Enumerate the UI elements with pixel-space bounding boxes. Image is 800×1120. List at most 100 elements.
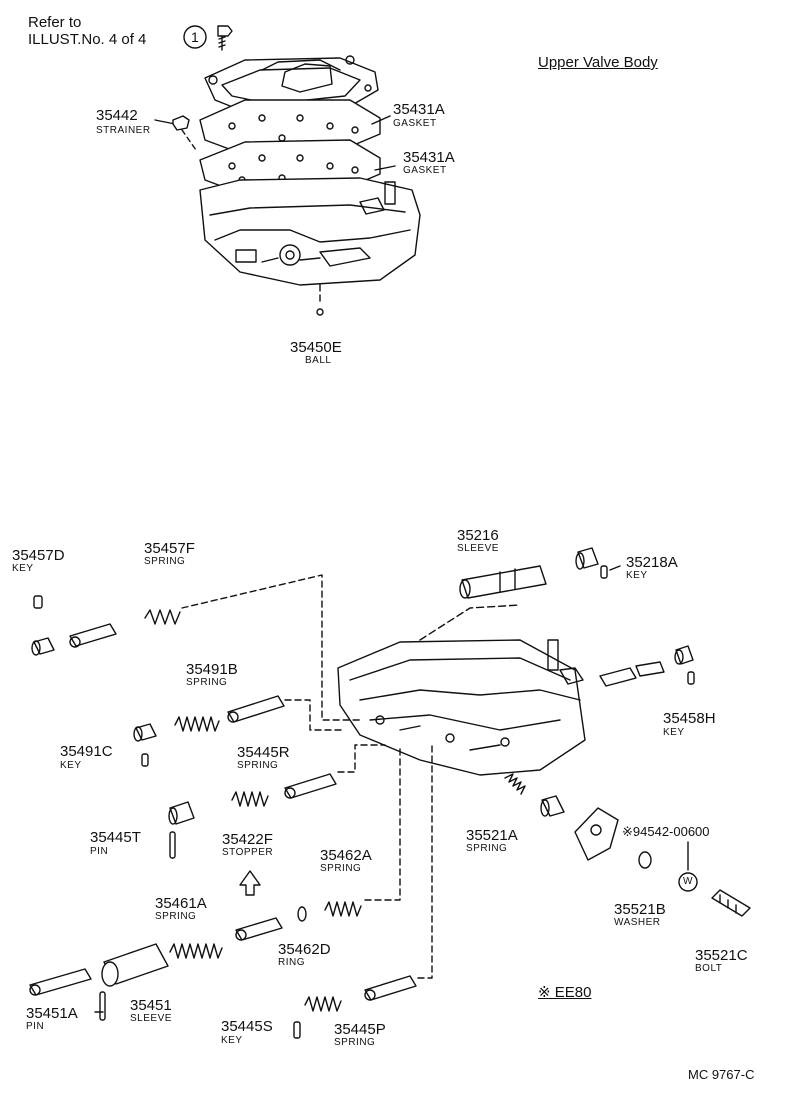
part-number: 35451A: [26, 1005, 78, 1022]
part-name: WASHER: [614, 917, 661, 928]
key-35458h: [687, 671, 695, 685]
valve-35457: [69, 623, 117, 648]
part-name: SLEEVE: [457, 543, 499, 554]
refer-line-1: Refer to: [28, 14, 82, 31]
refer-line-2: ILLUST.No. 4 of 4: [28, 31, 147, 48]
part-name: KEY: [60, 760, 82, 771]
part-number: 35445R: [237, 744, 290, 761]
spring-35457f: [144, 609, 181, 625]
spring-35521a: [504, 773, 526, 795]
part-number: 35216: [457, 527, 499, 544]
part-number: 35442: [96, 107, 138, 124]
washer-mark-icon: [678, 872, 698, 892]
part-name: GASKET: [393, 118, 437, 129]
part-name: KEY: [626, 570, 648, 581]
part-name: BALL: [305, 355, 332, 366]
plunger-35521: [540, 795, 565, 817]
valve-35445p: [364, 975, 417, 1001]
part-name: PIN: [90, 846, 109, 857]
part-number: 35462D: [278, 941, 331, 958]
plug-35491: [133, 723, 157, 742]
part-number: 35445P: [334, 1021, 386, 1038]
ee80-note: ※ EE80: [538, 984, 592, 1001]
washer-mark-label: W: [683, 876, 693, 887]
spring-35461a: [169, 943, 223, 959]
spring-35491b: [174, 716, 220, 732]
part-name: SPRING: [144, 556, 186, 567]
part-number: 35491C: [60, 743, 113, 760]
upper-leader-lines: [154, 115, 396, 316]
pin-35451a: [99, 991, 106, 1021]
spring-35445p: [304, 996, 342, 1012]
valve-body-lower: [337, 604, 586, 776]
ring-35462d: [297, 906, 307, 922]
part-name: SPRING: [155, 911, 197, 922]
part-number: 35457F: [144, 540, 195, 557]
key-35457d: [33, 595, 43, 609]
plug-right-top: [575, 547, 599, 570]
leader-35445p: [417, 744, 433, 979]
bolt-35521c: [711, 889, 751, 917]
part-name: GASKET: [403, 165, 447, 176]
plug-left-top: [31, 637, 55, 656]
leader-35457: [181, 574, 361, 721]
part-number: 35491B: [186, 661, 238, 678]
washer-35521b: [638, 851, 652, 869]
part-name: SPRING: [466, 843, 508, 854]
valve-body-upper: [199, 177, 421, 286]
strainer-icon: [172, 115, 190, 131]
part-number: ※94542-00600: [622, 824, 710, 839]
part-name: BOLT: [695, 963, 723, 974]
part-name: SPRING: [186, 677, 228, 688]
plug-right-mid: [674, 645, 694, 665]
part-number: 35521C: [695, 947, 748, 964]
part-name: KEY: [663, 727, 685, 738]
part-number: 35451: [130, 997, 172, 1014]
part-number: 35458H: [663, 710, 716, 727]
part-number: 35445S: [221, 1018, 273, 1035]
leader-35445r: [337, 744, 386, 773]
part-number: 35450E: [290, 339, 342, 356]
part-number: 35422F: [222, 831, 273, 848]
spring-35445r: [231, 791, 269, 807]
valve-35491: [227, 695, 285, 723]
part-number: 35445T: [90, 829, 141, 846]
plug-35445: [168, 801, 195, 825]
spring-35462a: [324, 901, 362, 917]
part-name: KEY: [221, 1035, 243, 1046]
sleeve-35451: [101, 943, 169, 987]
diagram-title: Upper Valve Body: [538, 54, 658, 71]
part-name: KEY: [12, 563, 34, 574]
part-name: SLEEVE: [130, 1013, 172, 1024]
part-number: 35457D: [12, 547, 65, 564]
part-name: SPRING: [237, 760, 279, 771]
key-35491c: [141, 753, 149, 767]
valve-35445r: [284, 773, 337, 799]
part-number: 35461A: [155, 895, 207, 912]
part-name: SPRING: [334, 1037, 376, 1048]
refer-circle-number: 1: [191, 29, 199, 45]
part-name: SPRING: [320, 863, 362, 874]
pin-35445t: [169, 831, 176, 859]
part-number: 35431A: [403, 149, 455, 166]
part-number: 35431A: [393, 101, 445, 118]
key-35218a: [600, 565, 608, 579]
label-underlines: [94, 565, 621, 1013]
part-number: 35521A: [466, 827, 518, 844]
part-number: 35521B: [614, 901, 666, 918]
part-name: PIN: [26, 1021, 45, 1032]
part-name: RING: [278, 957, 305, 968]
leader-35462a: [364, 744, 401, 901]
stopper-35422f: [239, 870, 261, 896]
reference-bolt-icon: [183, 25, 233, 51]
part-name: STOPPER: [222, 847, 274, 858]
cam-plate: [574, 807, 619, 861]
valve-35462: [235, 917, 283, 941]
drawing-code: MC 9767-C: [688, 1067, 755, 1082]
valve-35451: [29, 968, 92, 996]
part-name: STRAINER: [96, 125, 151, 136]
leader-35491: [284, 699, 346, 731]
part-number: 35218A: [626, 554, 678, 571]
